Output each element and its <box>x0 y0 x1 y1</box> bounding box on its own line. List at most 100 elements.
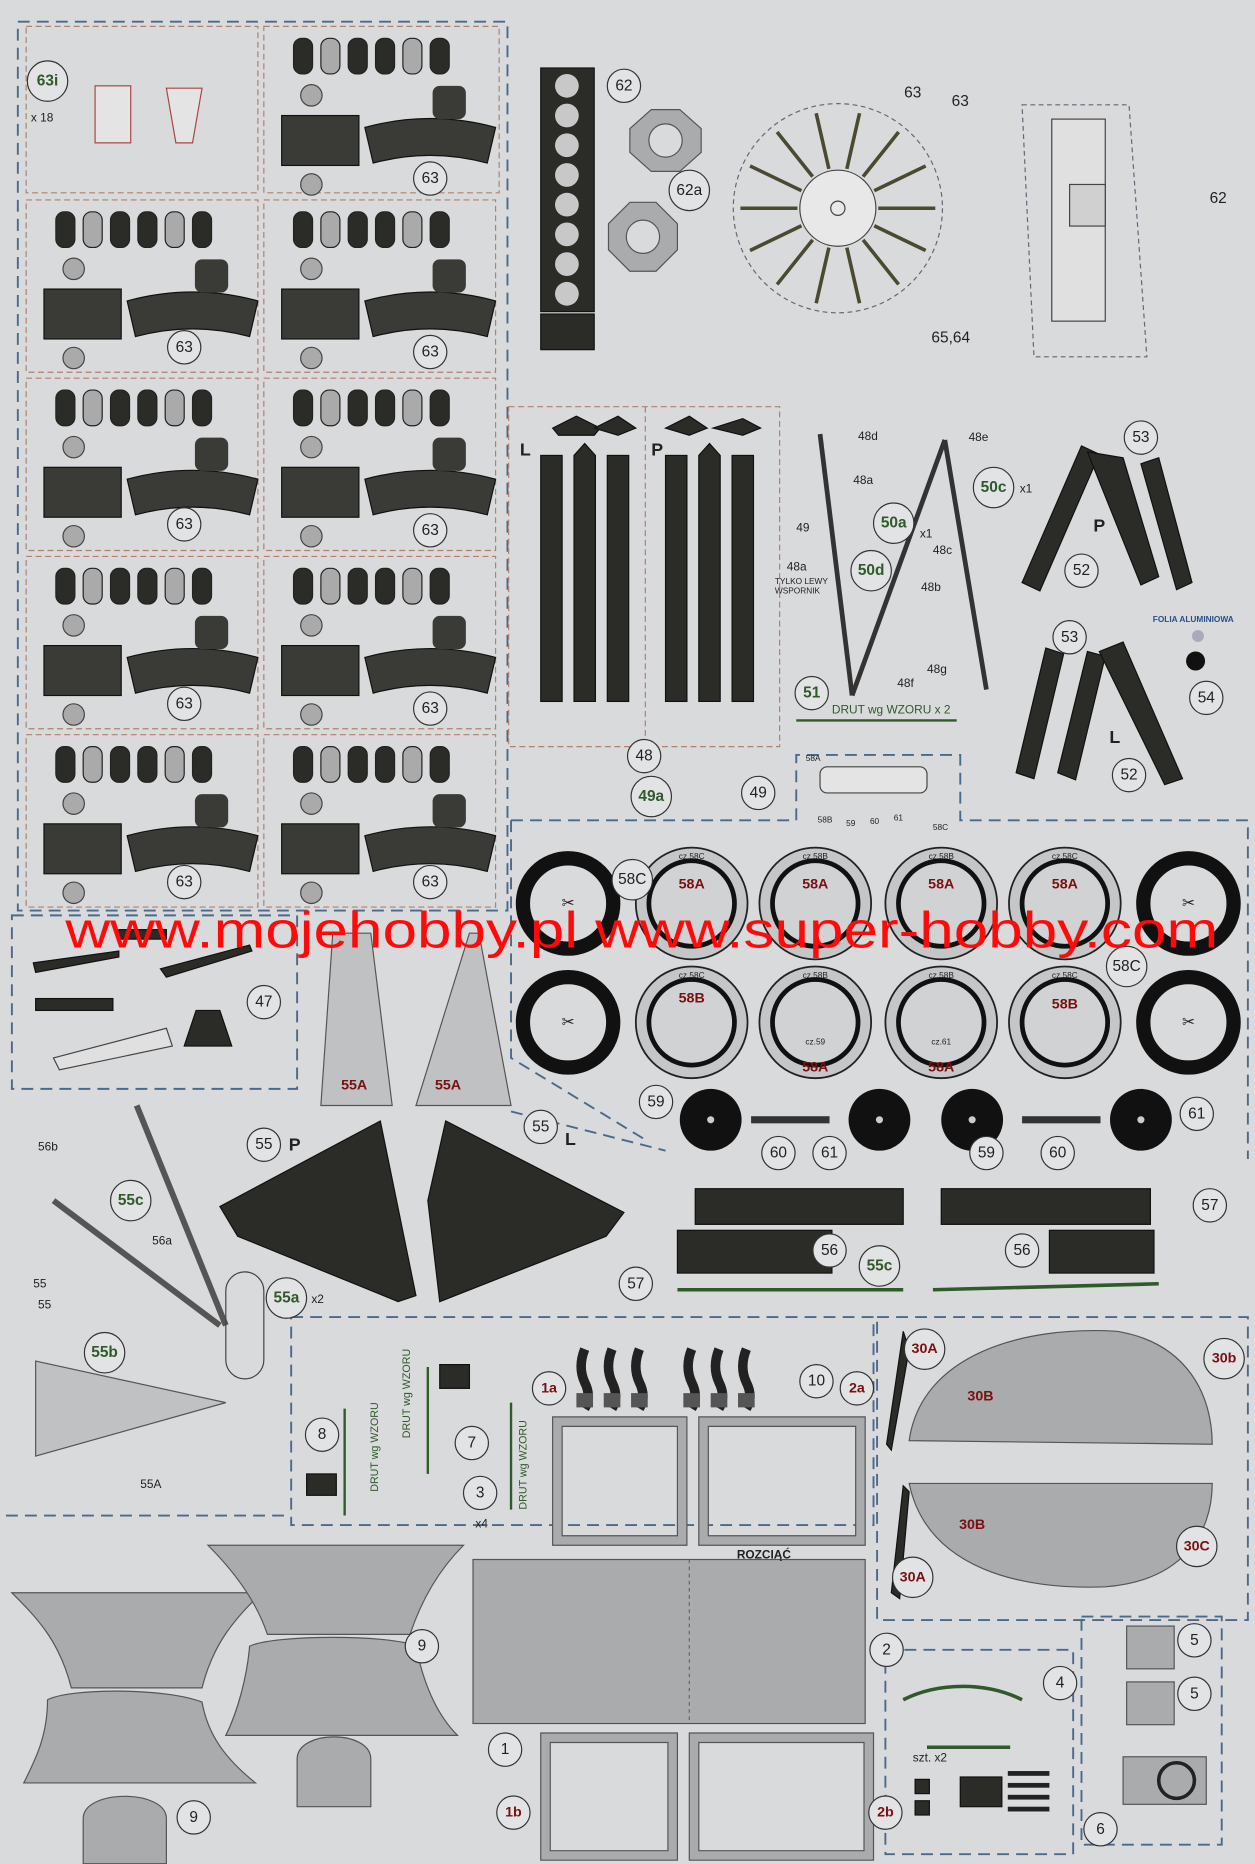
part-63-cylinder-set <box>43 389 259 548</box>
part-label-53: 53 <box>1052 620 1087 655</box>
svg-text:56: 56 <box>1013 1242 1030 1259</box>
part-label-55c: 55c <box>109 1179 152 1222</box>
scissors-icon: ✂ <box>562 895 575 912</box>
part-label-2a: 2a <box>839 1371 875 1406</box>
hole-circle <box>555 163 579 187</box>
wheel-ring: cz.58C <box>634 965 749 1080</box>
part-label-63: 63 <box>166 686 202 722</box>
svg-text:53: 53 <box>1061 629 1078 646</box>
svg-text:DRUT wg WZORU: DRUT wg WZORU <box>517 1420 529 1509</box>
svg-text:55c: 55c <box>867 1257 893 1274</box>
svg-text:48f: 48f <box>897 676 914 690</box>
hole-circle <box>555 103 579 128</box>
svg-text:9: 9 <box>189 1809 198 1826</box>
svg-text:48d: 48d <box>858 429 878 443</box>
red-label-30B: 30B <box>959 1517 985 1533</box>
svg-text:61: 61 <box>821 1145 838 1162</box>
svg-text:52: 52 <box>1120 767 1137 784</box>
part-63-cylinder-set <box>43 567 259 726</box>
part-label-58C: 58C <box>1105 945 1148 988</box>
part-label-57: 57 <box>618 1266 654 1302</box>
scissors-icon: ✂ <box>1182 1014 1195 1031</box>
part-label-4: 4 <box>1042 1665 1078 1701</box>
part-label-30A: 30A <box>891 1556 934 1599</box>
svg-text:2: 2 <box>882 1641 891 1658</box>
red-label-58A: 58A <box>928 1059 954 1075</box>
svg-text:47: 47 <box>255 994 272 1011</box>
svg-text:58C: 58C <box>933 822 948 832</box>
axle-pin <box>751 1116 830 1124</box>
svg-text:63: 63 <box>952 93 969 110</box>
hole-circle <box>555 222 579 247</box>
part-10-exhausts <box>576 1347 755 1412</box>
svg-text:49: 49 <box>796 520 810 534</box>
svg-text:WSPORNIK: WSPORNIK <box>775 585 821 595</box>
part-label-30C: 30C <box>1175 1525 1218 1568</box>
part-63-cylinder-set <box>281 567 497 726</box>
part-label-50c: 50c <box>972 466 1015 509</box>
svg-text:ROZCIĄĆ: ROZCIĄĆ <box>737 1546 792 1561</box>
svg-text:DRUT wg WZORU: DRUT wg WZORU <box>401 1349 413 1438</box>
red-label-58A: 58A <box>802 1059 828 1075</box>
small-detail-parts: szt. x2 <box>902 1625 1207 1816</box>
part-label-3: 3 <box>462 1475 498 1511</box>
part-label-1b: 1b <box>496 1795 531 1830</box>
svg-text:58B: 58B <box>818 815 833 825</box>
ring-caption: cz.58C <box>679 851 705 861</box>
svg-text:48: 48 <box>636 748 653 765</box>
svg-text:50d: 50d <box>858 562 885 579</box>
part-label-7: 7 <box>454 1425 490 1461</box>
part-label-8: 8 <box>304 1417 340 1452</box>
svg-text:7: 7 <box>468 1435 477 1452</box>
part-label-30A: 30A <box>903 1328 946 1370</box>
part-label-2b: 2b <box>868 1795 903 1830</box>
svg-text:P: P <box>289 1135 301 1155</box>
svg-text:x4: x4 <box>475 1516 488 1530</box>
part-label-47: 47 <box>246 984 282 1020</box>
svg-text:48c: 48c <box>933 543 952 557</box>
part-label-63: 63 <box>412 334 448 370</box>
part-label-55: 55 <box>523 1109 558 1145</box>
wheel-ring: cz.58B <box>884 965 998 1080</box>
part-50-frame: DRUT wg WZORU x 2 49 48a TYLKO LEWY WSPO… <box>775 429 989 722</box>
ring-caption: cz.58C <box>1052 851 1078 861</box>
part-label-5: 5 <box>1177 1676 1212 1712</box>
ring-caption: cz.58B <box>803 851 829 861</box>
part-30-tail-surfaces <box>885 1330 1213 1600</box>
svg-text:60: 60 <box>870 816 880 826</box>
svg-text:1: 1 <box>501 1741 510 1758</box>
svg-text:62: 62 <box>615 77 632 94</box>
part-label-48: 48 <box>626 738 662 774</box>
part-47-group <box>32 929 253 1071</box>
svg-text:53: 53 <box>1132 429 1149 446</box>
hole-circle <box>555 252 579 276</box>
svg-text:63: 63 <box>904 84 921 101</box>
svg-text:8: 8 <box>318 1426 327 1443</box>
part-62-strip <box>540 67 595 351</box>
part-label-1a: 1a <box>531 1371 567 1406</box>
part-label-58C: 58C <box>611 858 654 901</box>
svg-text:56b: 56b <box>38 1140 58 1154</box>
part-9-formers <box>10 1544 465 1864</box>
svg-text:54: 54 <box>1198 689 1216 706</box>
svg-text:52: 52 <box>1073 562 1090 579</box>
quantity-text: x 18 <box>31 110 54 124</box>
svg-text:51: 51 <box>803 685 821 702</box>
part-63-cylinder-set <box>281 211 497 370</box>
part-label-54: 54 <box>1189 680 1224 716</box>
part-label-55a: 55a <box>265 1277 308 1319</box>
svg-text:9: 9 <box>418 1638 427 1655</box>
svg-text:48a: 48a <box>853 473 873 487</box>
part-label-63: 63 <box>166 330 202 365</box>
svg-text:63: 63 <box>422 344 439 361</box>
hole-circle <box>555 192 579 217</box>
fuselage-frames: ROZCIĄĆ <box>472 1416 875 1861</box>
part-label-60: 60 <box>1040 1135 1075 1171</box>
part-label-55c: 55c <box>858 1245 901 1287</box>
part-label-52: 52 <box>1111 757 1147 793</box>
part-label-61: 61 <box>1179 1096 1214 1132</box>
scissors-icon: ✂ <box>1182 895 1195 912</box>
part-48-struts: L P <box>520 415 763 703</box>
